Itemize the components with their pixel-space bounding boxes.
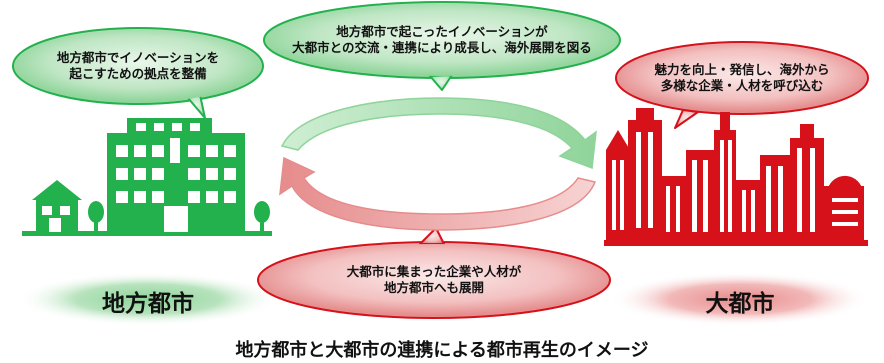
top-bubble: 地方都市で起こったイノベーションが 大都市との交流・連携により成長し、海外展開を…: [266, 8, 618, 72]
big-city-label: 大都市: [705, 291, 775, 317]
left-bubble: 地方都市でイノベーションを 起こすための拠点を整備: [18, 34, 258, 98]
bottom-bubble-line2: 地方都市へも展開: [383, 280, 484, 295]
lower-red-arrow: [279, 156, 597, 231]
top-bubble-line1: 地方都市で起こったイノベーションが: [336, 24, 548, 40]
regional-city-glow: [16, 272, 280, 326]
upper-green-arrow: [280, 97, 597, 170]
big-city-glow: [610, 272, 870, 326]
right-bubble: 魅力を向上・発信し、海外から 多様な企業・人材を呼び込む: [618, 46, 866, 110]
top-bubble-line2: 大都市との交流・連携により成長し、海外展開を図る: [292, 40, 592, 55]
bottom-bubble: 大都市に集まった企業や人材が 地方都市へも展開: [260, 248, 608, 312]
big-city-illustration: [604, 108, 868, 246]
right-bubble-line1: 魅力を向上・発信し、海外から: [654, 62, 830, 78]
left-bubble-line1: 地方都市でイノベーションを: [56, 50, 220, 66]
diagram-caption: 地方都市と大都市の連携による都市再生のイメージ: [235, 340, 649, 361]
right-bubble-line2: 多様な企業・人材を呼び込む: [660, 78, 824, 93]
left-bubble-line2: 起こすための拠点を整備: [69, 66, 207, 81]
bottom-bubble-line1: 大都市に集まった企業や人材が: [346, 264, 522, 280]
regional-city-label: 地方都市: [102, 291, 194, 317]
